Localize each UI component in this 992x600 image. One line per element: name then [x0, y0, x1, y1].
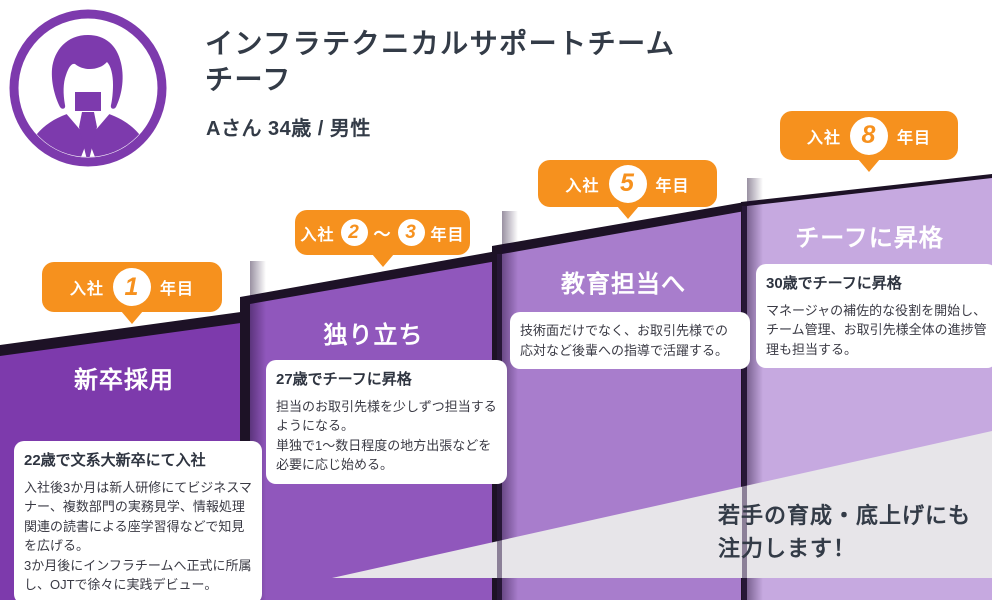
badge-suffix: 年目 — [160, 281, 195, 298]
badge-year-1: 入社 1 年目 — [42, 262, 222, 312]
badge-prefix: 入社 — [806, 129, 841, 147]
step-3-side-shadow — [502, 211, 518, 600]
badge-suffix: 年目 — [655, 177, 690, 195]
badge-year-number: 1 — [124, 272, 140, 301]
callout-text: 若手の育成・底上げにも 注力します！ — [718, 499, 971, 565]
card-paragraph: 技術面だけでなく、お取引先様での応対など後輩への指導で活躍する。 — [520, 323, 729, 358]
badge-year-5: 入社 5 年目 — [538, 160, 717, 207]
badge-year-circle: 2 — [340, 219, 368, 246]
step-2-title: 独り立ち — [323, 322, 424, 349]
step-1-card: 22歳で文系大新卒にて入社 入社後3か月は新人研修にてビジネスマナー、複数部門の… — [14, 441, 262, 600]
badge-year-separator: 〜 — [373, 225, 392, 244]
badge-year-8: 入社 8 年目 — [780, 111, 958, 160]
callout-line2: 注力します！ — [718, 536, 857, 561]
callout-line1: 若手の育成・底上げにも — [718, 503, 972, 528]
card-heading: 22歳で文系大新卒にて入社 — [24, 452, 206, 469]
card-paragraph: 3か月後にインフラチームへ正式に所属し、OJTで徐々に実践デビュー。 — [24, 557, 252, 593]
card-paragraph: マネージャの補佐的な役割を開始し、チーム管理、お取引先様全体の進捗管理も担当する… — [766, 302, 987, 357]
badge-year-number: 3 — [405, 221, 417, 243]
step-3-4-divider — [742, 206, 747, 600]
badge-year-number: 8 — [861, 121, 877, 149]
card-paragraph: 入社後3か月は新人研修にてビジネスマナー、複数部門の実務見学、情報処理関連の読書… — [24, 479, 252, 554]
badge-year-circle: 1 — [113, 268, 151, 306]
badge-year-circle: 8 — [850, 116, 888, 155]
page-title-line2: チーフ — [205, 64, 292, 95]
badge-year-number: 5 — [620, 169, 635, 197]
badge-year-circle: 5 — [608, 164, 647, 203]
badge-prefix: 入社 — [300, 226, 335, 244]
page-title: インフラテクニカルサポートチーム チーフ — [205, 26, 675, 98]
card-heading: 27歳でチーフに昇格 — [276, 371, 412, 388]
badge-suffix: 年目 — [897, 129, 932, 147]
badge-year-number: 2 — [348, 221, 360, 243]
badge-suffix: 年目 — [430, 226, 465, 244]
badge-prefix: 入社 — [69, 281, 104, 298]
card-paragraph: 担当のお取引先様を少しずつ担当するようになる。 — [276, 398, 497, 434]
step-4-title: チーフに昇格 — [795, 225, 944, 252]
step-4-card: 30歳でチーフに昇格 マネージャの補佐的な役割を開始し、チーム管理、お取引先様全… — [756, 264, 992, 368]
page-title-line1: インフラテクニカルサポートチーム — [205, 28, 676, 59]
card-heading: 30歳でチーフに昇格 — [766, 275, 902, 292]
step-3-card: 技術面だけでなく、お取引先様での応対など後輩への指導で活躍する。 — [510, 312, 750, 369]
person-descriptor: Aさん 34歳 / 男性 — [206, 118, 371, 140]
step-1-title: 新卒採用 — [74, 367, 174, 394]
badge-year-circle: 3 — [397, 219, 425, 246]
badge-year-2-3: 入社 2 〜 3 年目 — [295, 210, 470, 255]
badge-prefix: 入社 — [565, 177, 600, 195]
step-2-card: 27歳でチーフに昇格 担当のお取引先様を少しずつ担当するようになる。 単独で1〜… — [266, 360, 507, 484]
card-paragraph: 単独で1〜数日程度の地方出張などを必要に応じ始める。 — [276, 437, 492, 473]
person-avatar-icon — [9, 9, 167, 167]
step-3-title: 教育担当へ — [561, 271, 686, 298]
